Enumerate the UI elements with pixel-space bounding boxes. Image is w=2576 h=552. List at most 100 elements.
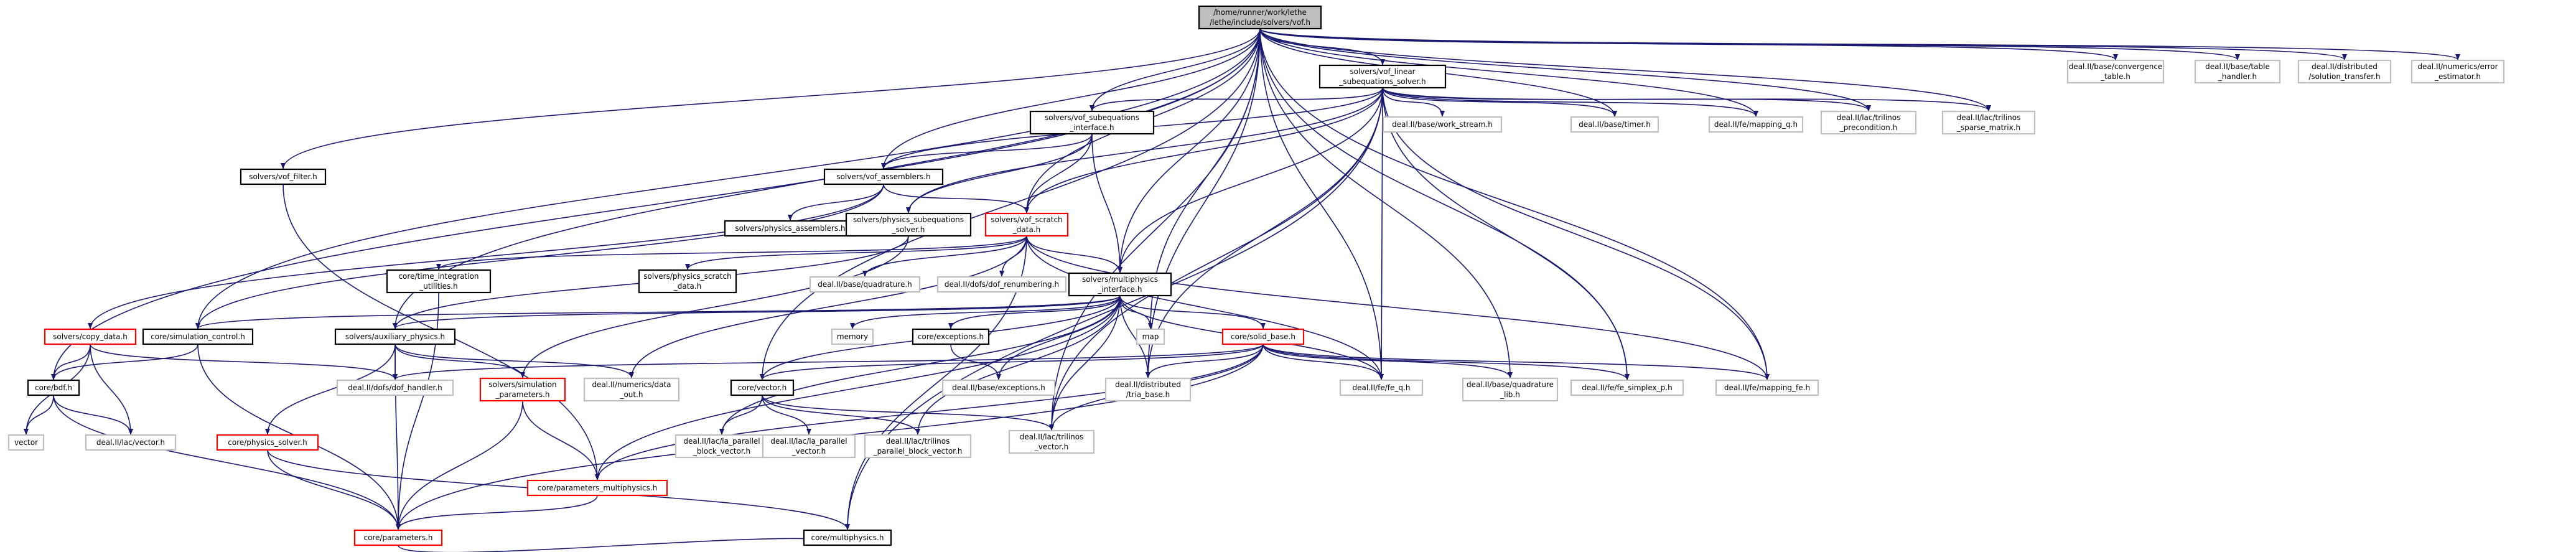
dependency-arrow (24, 395, 54, 435)
file-node-vector[interactable]: vector (7, 434, 45, 451)
file-node-label: solvers/vof_subequations (1045, 113, 1139, 122)
file-node-box (1104, 377, 1192, 402)
file-node-lapar[interactable]: deal.II/lac/la_parallel_vector.h (762, 434, 856, 459)
dependency-edge-vofsubif-multiif (1091, 133, 1122, 273)
dependency-edge-vofscratch-numdata (629, 235, 1027, 378)
file-node-label: deal.II/lac/trilinos (1957, 113, 2021, 122)
file-node-vofasm[interactable]: solvers/vof_assemblers.h (823, 168, 944, 185)
file-node-quadrature[interactable]: deal.II/base/quadrature.h (809, 276, 921, 293)
dependency-arrow (685, 235, 1027, 270)
file-node-simplex[interactable]: deal.II/fe/fe_simplex_p.h (1570, 379, 1684, 396)
file-node-triprecond[interactable]: deal.II/lac/trilinos_precondition.h (1820, 110, 1917, 135)
dependency-edge-bdf-vector (24, 395, 54, 435)
file-node-trivec[interactable]: deal.II/lac/trilinos_vector.h (1008, 429, 1095, 454)
file-node-label: core/multiphysics.h (811, 533, 884, 542)
file-node-box (583, 377, 680, 402)
file-node-coremulti[interactable]: core/multiphysics.h (803, 529, 892, 546)
file-node-memory[interactable]: memory (831, 328, 874, 345)
file-node-errest[interactable]: deal.II/numerics/error_estimator.h (2410, 59, 2505, 84)
file-node-baseexc[interactable]: deal.II/base/exceptions.h (941, 379, 1056, 396)
file-node-box (240, 168, 327, 185)
file-node-vofsubif[interactable]: solvers/vof_subequations_interface.h (1029, 110, 1155, 135)
file-node-label: deal.II/fe/mapping_fe.h (1724, 383, 1810, 392)
file-node-solidbase[interactable]: core/solid_base.h (1221, 328, 1305, 345)
dependency-arrow (1259, 28, 1513, 378)
file-node-box (1570, 116, 1659, 133)
file-node-vofscratch[interactable]: solvers/vof_scratch_data.h (984, 212, 1069, 237)
dependency-arrow (1382, 87, 1758, 117)
dependency-arrow (393, 295, 1121, 329)
file-node-label: /lethe/include/solvers/vof.h (1210, 18, 1310, 27)
dependency-arrow (1259, 28, 2460, 60)
dependency-arrow (1382, 87, 1991, 111)
dependency-arrow (393, 344, 1264, 380)
file-node-auxphys[interactable]: solvers/auxiliary_physics.h (334, 328, 456, 345)
file-node-dofhandler[interactable]: deal.II/dofs/dof_handler.h (336, 379, 454, 396)
dependency-edge-auxphys-params (394, 344, 401, 530)
dependency-arrow (595, 295, 1121, 480)
file-node-dofrenum[interactable]: deal.II/dofs/dof_renumbering.h (936, 276, 1067, 293)
file-node-mappingfe[interactable]: deal.II/fe/mapping_fe.h (1715, 379, 1819, 396)
file-node-label: vector (14, 438, 38, 447)
dependency-edge-voflinear-vofsubif (1090, 87, 1383, 111)
file-node-tripblock[interactable]: deal.II/lac/trilinos_parallel_block_vect… (864, 434, 972, 459)
file-node-params[interactable]: core/parameters.h (353, 529, 443, 546)
dependency-arrow (281, 28, 1261, 169)
file-node-multiif[interactable]: solvers/multiphysics_interface.h (1068, 272, 1172, 297)
file-node-box (1068, 272, 1172, 297)
file-node-tria[interactable]: deal.II/distributed/tria_base.h (1104, 377, 1192, 402)
file-node-box (1198, 5, 1322, 30)
file-node-timer[interactable]: deal.II/base/timer.h (1570, 116, 1659, 133)
file-node-physscratch[interactable]: solvers/physics_scratch_data.h (638, 269, 737, 294)
dependency-edge-corevector-lapar (762, 395, 811, 435)
dependency-edge-vofsubif-physsub (906, 133, 1093, 213)
file-node-voflinear[interactable]: solvers/vof_linear_subequations_solver.h (1318, 64, 1447, 89)
dependency-arrow (1049, 295, 1121, 431)
file-node-label: deal.II/lac/la_parallel (770, 437, 847, 446)
file-node-label: deal.II/dofs/dof_renumbering.h (945, 280, 1059, 289)
file-node-box (864, 434, 972, 459)
file-node-box (526, 479, 668, 497)
file-node-physsolver[interactable]: core/physics_solver.h (216, 434, 319, 451)
file-node-soltransfer[interactable]: deal.II/distributed/solution_transfer.h (2297, 59, 2392, 84)
dependency-edge-vofasm-physasm (788, 184, 884, 221)
file-node-box (334, 328, 456, 345)
file-node-trisparse[interactable]: deal.II/lac/trilinos_sparse_matrix.h (1941, 110, 2036, 135)
file-node-feq[interactable]: deal.II/fe/fe_q.h (1339, 379, 1424, 396)
dependency-arrow (398, 538, 850, 552)
file-node-parmulti[interactable]: core/parameters_multiphysics.h (526, 479, 668, 497)
file-node-workstream[interactable]: deal.II/base/work_stream.h (1382, 116, 1503, 133)
file-node-exceptions[interactable]: core/exceptions.h (912, 328, 990, 345)
file-node-simparams[interactable]: solvers/simulation_parameters.h (479, 377, 566, 402)
file-node-vofilter[interactable]: solvers/vof_filter.h (240, 168, 327, 185)
file-node-mappingq[interactable]: deal.II/fe/mapping_q.h (1708, 116, 1804, 133)
file-node-numdata[interactable]: deal.II/numerics/data_out.h (583, 377, 680, 402)
file-node-quadlib[interactable]: deal.II/base/quadrature_lib.h (1462, 377, 1559, 402)
file-node-simctl[interactable]: core/simulation_control.h (142, 328, 254, 345)
dependency-arrow (1026, 235, 1770, 380)
file-node-convtable[interactable]: deal.II/base/convergence_table.h (2066, 59, 2165, 84)
file-node-tablehandler[interactable]: deal.II/base/table_handler.h (2194, 59, 2281, 84)
file-node-corevector[interactable]: core/vector.h (730, 379, 795, 396)
dependency-arrow (53, 395, 401, 530)
file-node-box (936, 276, 1067, 293)
file-node-copydata[interactable]: solvers/copy_data.h (44, 328, 137, 345)
dependency-arrow (1259, 28, 1871, 111)
dependency-arrow (760, 344, 1264, 380)
dependency-arrow (850, 295, 1121, 329)
file-node-label: _data.h (673, 282, 701, 291)
file-nodes: /home/runner/work/lethe/lethe/include/so… (7, 5, 2505, 546)
file-node-bdf[interactable]: core/bdf.h (27, 379, 80, 396)
file-node-physsub[interactable]: solvers/physics_subequations_solver.h (845, 212, 972, 237)
dependency-arrow (1259, 28, 1384, 380)
dependency-edge-root-triprecond (1259, 28, 1871, 111)
file-node-root[interactable]: /home/runner/work/lethe/lethe/include/so… (1198, 5, 1322, 30)
file-node-lacvector[interactable]: deal.II/lac/vector.h (85, 434, 177, 451)
file-node-laparblock[interactable]: deal.II/lac/la_parallel_block_vector.h (674, 434, 769, 459)
file-node-physasm[interactable]: solvers/physics_assemblers.h (724, 220, 857, 237)
dependency-edge-multiif-tripblock (915, 295, 1121, 435)
file-node-label: solvers/multiphysics (1082, 275, 1158, 284)
file-node-timeint[interactable]: core/time_integration_utilities.h (386, 269, 492, 294)
dependency-arrow (915, 295, 1121, 435)
file-node-map[interactable]: map (1136, 328, 1165, 345)
